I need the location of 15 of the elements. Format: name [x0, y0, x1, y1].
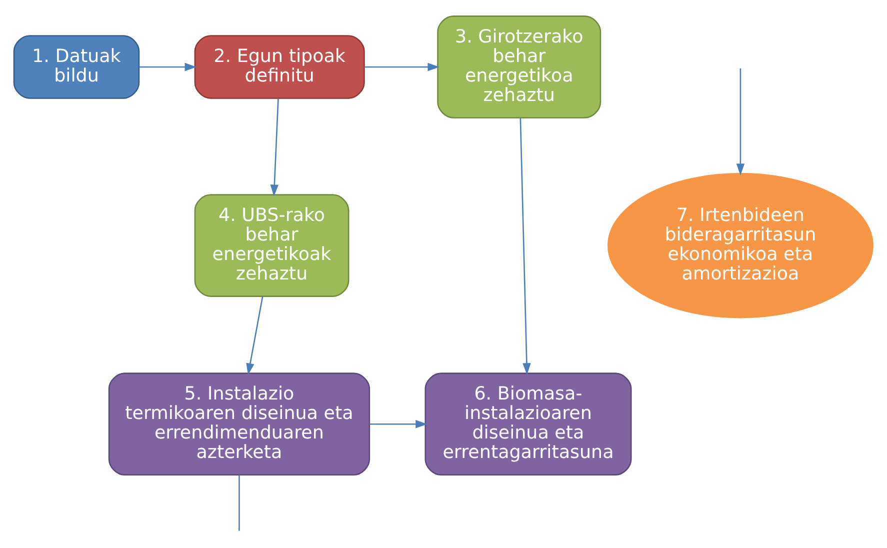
node-box: 6. Biomasa-instalazioaren diseinua eta errentagarritasuna	[424, 372, 632, 476]
arrow	[270, 98, 279, 196]
node-ellipse: 7. Irtenbideen bideragarritasun ekonomikoa eta amortizazioa	[607, 172, 874, 318]
node-box: 1. Datuak bildu	[13, 35, 140, 99]
arrow	[736, 68, 745, 176]
arrow	[139, 62, 197, 72]
arrow	[246, 296, 264, 376]
node-box: 4. UBS-rako behar energetikoak zehaztu	[194, 194, 350, 297]
arrow	[364, 62, 440, 72]
node-box: 5. Instalazio termikoaren diseinua eta errendimenduaren azterketa	[108, 372, 370, 476]
arrow	[520, 118, 531, 375]
connector	[238, 475, 240, 531]
arrow	[370, 420, 428, 428]
node-box: 2. Egun tipoak definitu	[194, 35, 365, 99]
node-box: 3. Girotzerako behar energetikoa zehaztu	[437, 16, 602, 118]
